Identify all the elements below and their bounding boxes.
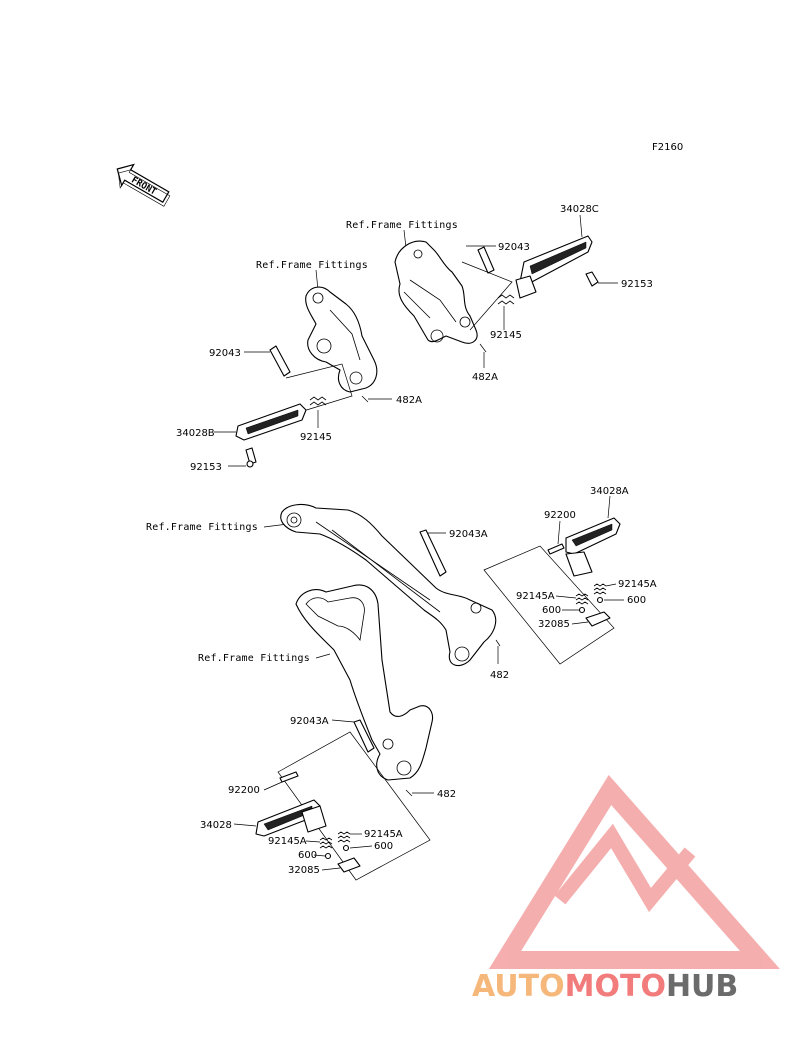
ref-frame-fittings-upper-left: Ref.Frame Fittings	[256, 260, 368, 271]
mid-plate	[585, 611, 611, 627]
upper-left-pin-label: 92043	[209, 348, 241, 359]
upper-left-bolt	[245, 447, 257, 465]
upper-left-bolt-label: 92153	[190, 462, 222, 473]
lower-ball-right	[342, 844, 350, 852]
watermark-moto: MOTO	[565, 969, 666, 1004]
mid-washer	[547, 543, 565, 555]
lower-ball-left-label: 600	[298, 850, 317, 861]
upper-right-footpeg-label: 34028C	[560, 204, 599, 215]
lower-pin-label: 92043A	[290, 716, 329, 727]
mid-spring-left	[575, 593, 589, 605]
lower-ball-right-label: 600	[374, 841, 393, 852]
upper-right-bolt-label: 92153	[621, 279, 653, 290]
lower-clip-label: 482	[437, 789, 456, 800]
diagram-code: F2160	[652, 142, 683, 153]
lower-left-bracket	[295, 584, 434, 781]
mid-ball-right-label: 600	[627, 595, 646, 606]
upper-left-clip	[361, 395, 369, 403]
ref-frame-fittings-lower-right: Ref.Frame Fittings	[146, 522, 258, 533]
lower-spring-right	[337, 831, 351, 843]
watermark-logo-icon	[488, 774, 780, 969]
mid-pin-label: 92043A	[449, 529, 488, 540]
lower-ball-left	[324, 852, 332, 860]
upper-right-bolt	[585, 271, 599, 287]
upper-left-spring-label: 92145	[300, 432, 332, 443]
lower-spring-right-label: 92145A	[364, 829, 403, 840]
lower-plate	[337, 857, 361, 873]
upper-right-spring-label: 92145	[490, 330, 522, 341]
ref-frame-fittings-lower-left: Ref.Frame Fittings	[198, 653, 310, 664]
lower-washer	[279, 771, 299, 783]
mid-spring-right-label: 92145A	[618, 579, 657, 590]
mid-spring-left-label: 92145A	[516, 591, 555, 602]
watermark-auto: AUTO	[472, 969, 565, 1004]
mid-footpeg-label: 34028A	[590, 486, 629, 497]
mid-washer-label: 92200	[544, 510, 576, 521]
watermark-hub: HUB	[666, 969, 738, 1004]
ref-frame-fittings-upper-right: Ref.Frame Fittings	[346, 220, 458, 231]
upper-left-clip-label: 482A	[396, 395, 422, 406]
upper-right-pin	[477, 246, 495, 274]
lower-spring-left	[319, 837, 333, 849]
rear-footrest-bracket	[280, 503, 497, 667]
upper-right-pin-label: 92043	[498, 242, 530, 253]
lower-spring-left-label: 92145A	[268, 836, 307, 847]
mid-clip	[495, 639, 501, 647]
upper-right-spring	[497, 294, 515, 305]
mid-ball-right	[596, 596, 604, 604]
front-arrow-icon: FRONT	[116, 163, 171, 207]
lower-pin	[353, 719, 375, 753]
upper-right-clip-label: 482A	[472, 372, 498, 383]
upper-right-clip	[479, 343, 487, 353]
lower-washer-label: 92200	[228, 785, 260, 796]
mid-spring-right	[593, 583, 607, 595]
lower-footpeg-label: 34028	[200, 820, 232, 831]
upper-left-pin	[269, 345, 291, 377]
mid-ball-left	[578, 606, 586, 614]
mid-pin	[419, 529, 447, 577]
mid-ball-left-label: 600	[542, 605, 561, 616]
lower-clip	[405, 789, 413, 797]
upper-left-footpeg-label: 34028B	[176, 428, 215, 439]
watermark-text: AUTOMOTOHUB	[472, 969, 738, 1004]
upper-left-spring	[309, 396, 327, 406]
upper-left-bracket	[305, 286, 378, 393]
mid-plate-label: 32085	[538, 619, 570, 630]
upper-right-bracket	[394, 240, 478, 344]
lower-plate-label: 32085	[288, 865, 320, 876]
mid-clip-label: 482	[490, 670, 509, 681]
